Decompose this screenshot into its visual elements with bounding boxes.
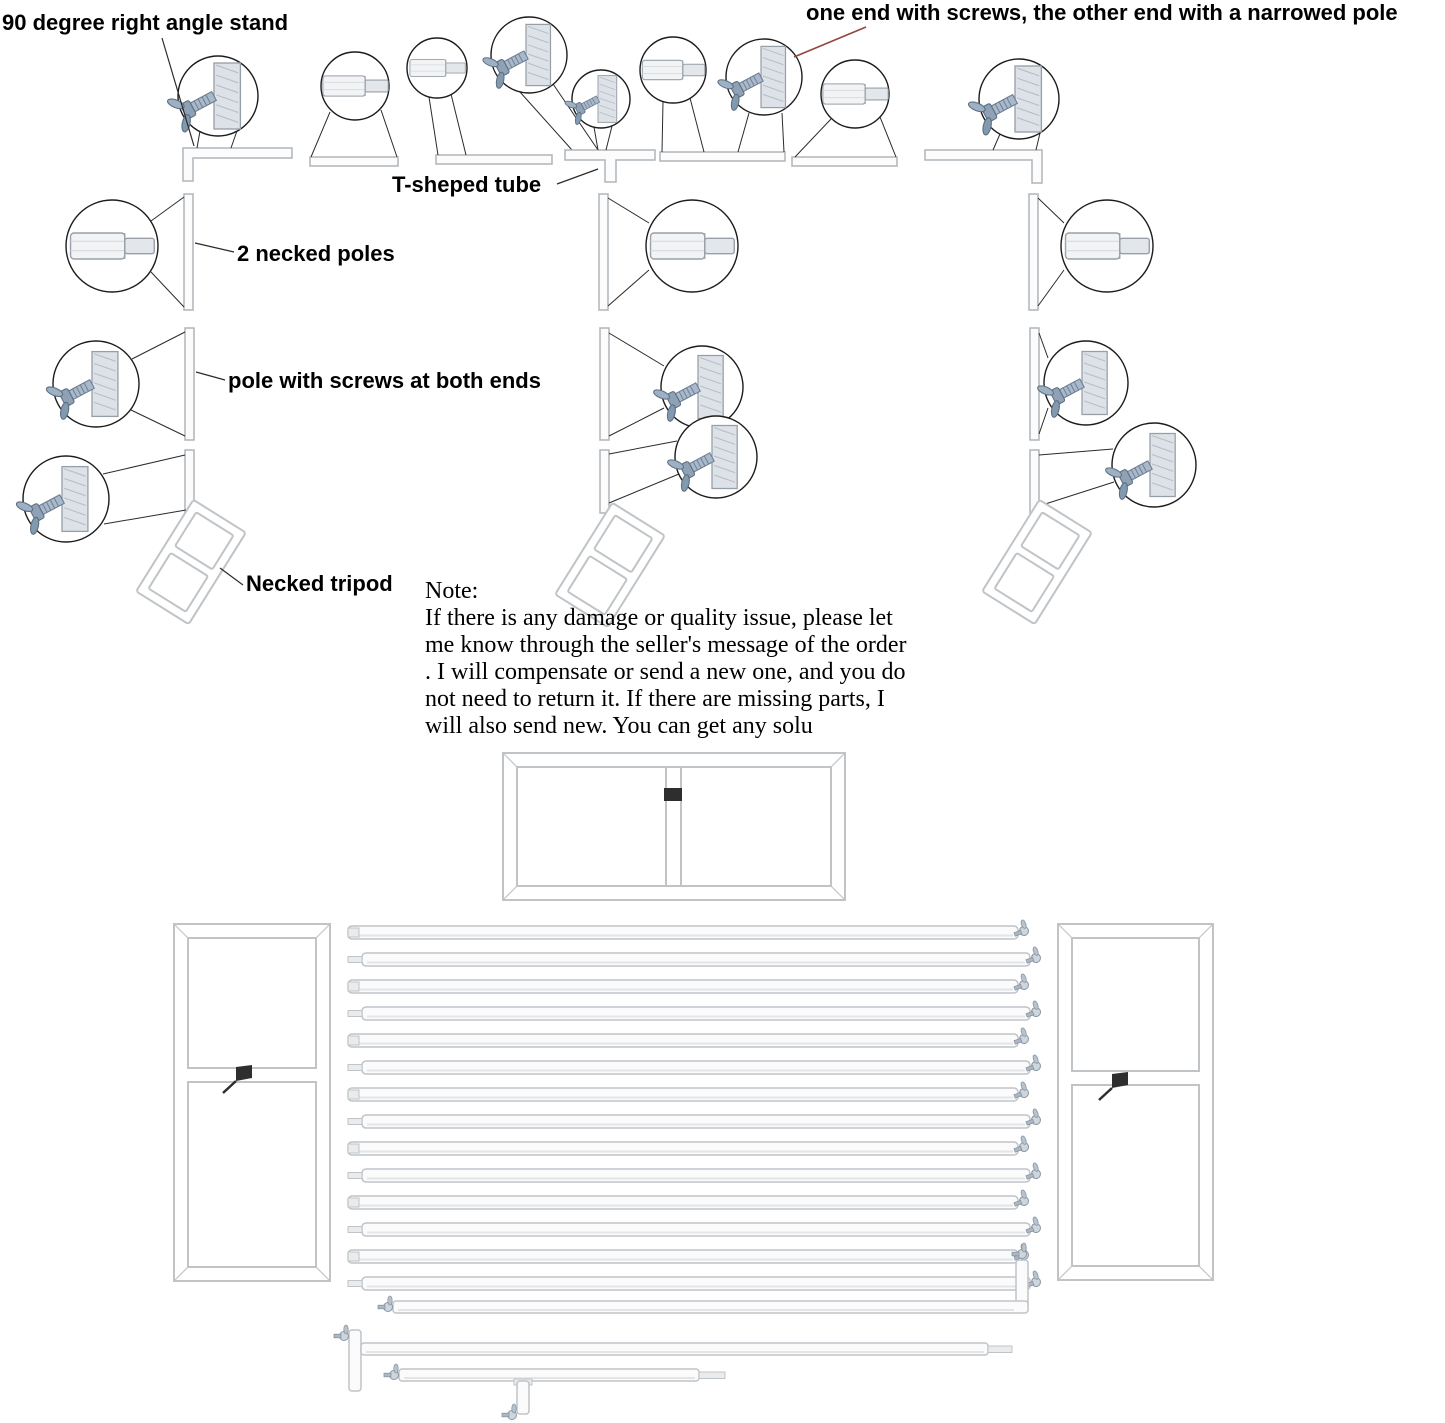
leader-necked-tripod bbox=[219, 567, 244, 586]
callout-screw-right-2 bbox=[1038, 422, 1197, 508]
frame-left-hook bbox=[236, 1065, 252, 1081]
leader-necked-poles bbox=[194, 242, 235, 253]
callout-neck-right bbox=[1037, 197, 1154, 307]
right-angle-stand-left bbox=[182, 147, 293, 182]
top-bar-5 bbox=[659, 151, 786, 162]
pole-left-2 bbox=[184, 327, 195, 441]
callout-neck-mid bbox=[607, 197, 739, 307]
callout-screw-top-5 bbox=[964, 58, 1060, 151]
bottom-bar-2 bbox=[333, 1324, 1013, 1392]
tripod-mid bbox=[555, 502, 665, 628]
right-angle-stand-right bbox=[924, 149, 1043, 184]
top-bar-2 bbox=[309, 156, 399, 167]
tripod-left bbox=[136, 499, 246, 625]
pole-row bbox=[347, 972, 1031, 994]
leader-one-end-screws bbox=[793, 26, 867, 58]
tripod-right bbox=[982, 499, 1092, 625]
leader-right-angle-stand bbox=[161, 37, 195, 147]
note-block: Note: If there is any damage or quality … bbox=[425, 578, 987, 739]
callout-screw-left-1 bbox=[42, 331, 186, 437]
top-bar-6 bbox=[791, 156, 898, 167]
pole-row bbox=[347, 1080, 1031, 1102]
callout-neck-top-1 bbox=[310, 51, 398, 158]
callout-screw-mid-2 bbox=[608, 415, 758, 504]
pole-row bbox=[347, 1053, 1043, 1075]
note-body: If there is any damage or quality issue,… bbox=[425, 605, 907, 739]
frame-right-panel bbox=[1057, 923, 1214, 1281]
callout-screw-top-2 bbox=[478, 16, 599, 151]
pole-row bbox=[347, 945, 1043, 967]
pole-left-1 bbox=[183, 193, 194, 311]
pole-row bbox=[347, 1161, 1043, 1183]
pole-row bbox=[347, 1026, 1031, 1048]
callout-screw-right-1 bbox=[1033, 332, 1129, 435]
callout-neck-top-3 bbox=[639, 36, 707, 153]
pole-row bbox=[347, 999, 1043, 1021]
pole-right-2 bbox=[1029, 327, 1040, 441]
bottom-bar-1 bbox=[377, 1242, 1029, 1314]
pole-row bbox=[347, 1107, 1043, 1129]
note-title: Note: bbox=[425, 578, 479, 604]
pole-row bbox=[347, 1134, 1031, 1156]
pole-row bbox=[347, 1242, 1031, 1264]
bottom-bar-3 bbox=[383, 1363, 726, 1420]
pole-row bbox=[347, 1215, 1043, 1237]
callout-screw-top-4 bbox=[713, 38, 803, 153]
callout-screw-top-1 bbox=[163, 55, 259, 149]
callout-neck-left bbox=[65, 196, 185, 308]
callout-screw-top-3 bbox=[561, 69, 631, 151]
label-t-shaped-tube: T-sheped tube bbox=[392, 172, 542, 197]
frame-top-panel bbox=[502, 752, 846, 901]
pole-mid-3 bbox=[599, 449, 610, 514]
pole-mid-2 bbox=[599, 327, 610, 441]
top-bar-3 bbox=[435, 154, 553, 165]
callout-neck-top-2 bbox=[406, 37, 468, 156]
pole-right-1 bbox=[1028, 193, 1039, 311]
frame-top-clip bbox=[664, 788, 682, 801]
leader-t-shaped-tube bbox=[556, 168, 599, 185]
label-right-angle-stand: 90 degree right angle stand bbox=[2, 10, 289, 35]
t-shaped-tube-part bbox=[564, 149, 656, 183]
frame-right-hook bbox=[1112, 1072, 1128, 1088]
label-pole-with-screws: pole with screws at both ends bbox=[228, 368, 541, 393]
label-one-end-screws: one end with screws, the other end with … bbox=[806, 0, 1398, 25]
pole-mid-1 bbox=[598, 193, 609, 311]
pole-row bbox=[347, 1269, 1043, 1291]
callout-screw-left-2 bbox=[12, 454, 187, 543]
frame-left-panel bbox=[173, 923, 331, 1282]
leader-pole-with-screws bbox=[195, 371, 226, 381]
callout-neck-top-4 bbox=[794, 59, 897, 158]
callout-screw-mid-1 bbox=[608, 332, 744, 437]
label-necked-tripod: Necked tripod bbox=[246, 571, 393, 596]
pole-row bbox=[347, 918, 1031, 940]
label-necked-poles: 2 necked poles bbox=[237, 241, 395, 266]
pole-row bbox=[347, 1188, 1031, 1210]
